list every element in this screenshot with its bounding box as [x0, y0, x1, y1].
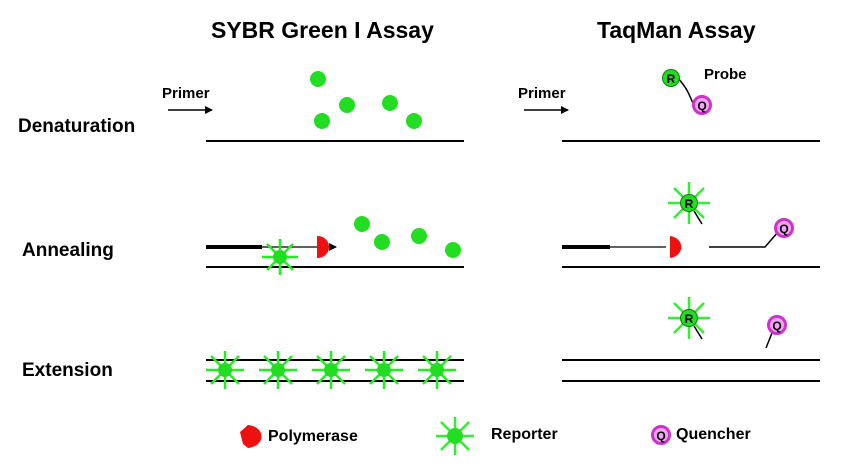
reporter-released-extension: R — [668, 297, 710, 340]
taqman-extension-duplex — [562, 359, 820, 382]
sybr-assay-title: SYBR Green I Assay — [211, 17, 434, 43]
legend-quencher-icon: Q — [651, 425, 671, 445]
sybr-dye-free-annealing — [354, 216, 461, 258]
row-label-annealing: Annealing — [22, 240, 114, 261]
reporter-letter-annealing: R — [685, 197, 694, 211]
sybr-dye-free — [310, 71, 422, 129]
sybr-dye-bound-annealing — [262, 239, 298, 275]
sybr-annealing-duplex — [206, 243, 464, 268]
sybr-extension-duplex — [206, 359, 464, 382]
quencher-letter-annealing: Q — [779, 222, 788, 236]
quencher-letter-extension: Q — [772, 319, 781, 333]
quencher-probe-annealing: Q — [774, 218, 794, 238]
quencher-released-extension: Q — [765, 315, 787, 349]
taqman-assay-title: TaqMan Assay — [597, 17, 756, 43]
primer-label-taqman: Primer — [518, 85, 566, 102]
taqman-probe-intact: R Q — [662, 69, 712, 115]
row-label-extension: Extension — [22, 360, 113, 381]
legend-quencher-label: Quencher — [676, 426, 751, 443]
row-label-denaturation: Denaturation — [18, 116, 136, 137]
reporter-letter-extension: R — [685, 312, 694, 326]
legend-polymerase-icon — [248, 425, 262, 448]
reporter-released-annealing: R — [668, 182, 710, 225]
taqman-annealing-duplex — [562, 231, 820, 268]
quencher-letter: Q — [697, 99, 706, 113]
legend-reporter-icon — [436, 417, 474, 455]
probe-label: Probe — [704, 66, 747, 83]
legend-polymerase-label: Polymerase — [268, 428, 358, 445]
sybr-dye-bound-extension — [206, 351, 456, 389]
reporter-letter: R — [667, 72, 676, 86]
legend-quencher-letter: Q — [656, 429, 665, 443]
primer-label-sybr: Primer — [162, 85, 210, 102]
legend-reporter-label: Reporter — [491, 426, 558, 443]
polymerase-taqman-annealing — [670, 236, 682, 258]
